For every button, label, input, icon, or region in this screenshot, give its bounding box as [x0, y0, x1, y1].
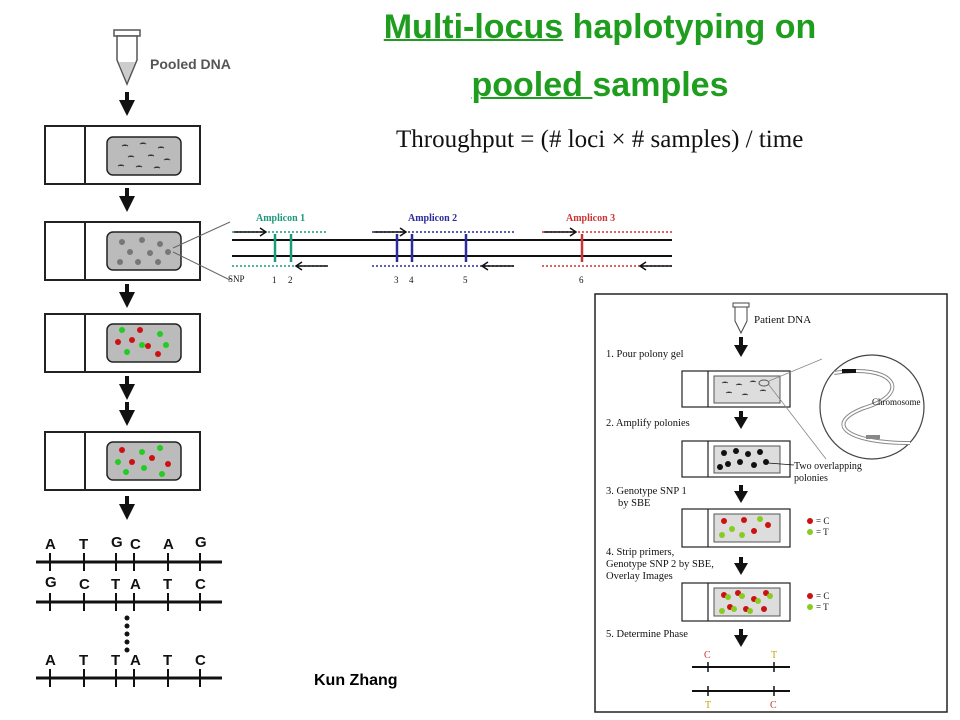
slide-4: [44, 431, 201, 491]
hap2-letter-1: G: [45, 574, 57, 591]
hap1-letter-1: A: [45, 536, 56, 553]
step-4-label-line3: Overlay Images: [606, 571, 673, 582]
snp-number-5: 5: [463, 275, 468, 285]
title-line1-rest: haplotyping on: [563, 8, 817, 46]
snp-number-4: 4: [409, 275, 414, 285]
hap3-letter-6: C: [195, 652, 206, 669]
phase-top-1: C: [704, 650, 711, 661]
legend-2-c: = C: [816, 591, 829, 601]
phase-bottom-1: T: [705, 700, 711, 711]
overlap-label-line1: Two overlapping: [794, 461, 862, 472]
legend-1-t: = T: [816, 527, 829, 537]
patient-tube-icon: [732, 302, 750, 335]
title-line2-rest: samples: [592, 66, 729, 104]
left-flow-diagram: A T G C A G G C T A T C A T T A T C: [36, 29, 231, 687]
hap2-letter-2: C: [79, 576, 90, 593]
haplotype-lines: [36, 560, 222, 680]
amplicon-2-label: Amplicon 2: [408, 213, 457, 224]
title-underlined-pooled: pooled: [471, 66, 593, 104]
protocol-panel: Patient DNA 1. Pour polony gel 2. Amplif…: [594, 293, 948, 713]
snp-number-1: 1: [272, 275, 277, 285]
protocol-slide-3: [681, 508, 791, 548]
hap2-letter-3: T: [111, 576, 120, 593]
title-line1: Multi-locus haplotyping on: [300, 8, 900, 47]
hap1-letter-3: G: [111, 534, 123, 551]
hap1-letter-6: G: [195, 534, 207, 551]
tube-icon: [113, 29, 141, 86]
protocol-slide-2: [681, 440, 791, 478]
ellipsis-dots: [124, 615, 130, 653]
snp-number-2: 2: [288, 275, 293, 285]
hap1-letter-2: T: [79, 536, 88, 553]
amplicon-3-label: Amplicon 3: [566, 213, 615, 224]
step-5-label: 5. Determine Phase: [606, 629, 688, 640]
hap2-letter-6: C: [195, 576, 206, 593]
slide-1: [44, 125, 201, 185]
snp-label: SNP: [228, 274, 245, 284]
overlap-label-line2: polonies: [794, 473, 828, 484]
hap1-letter-5: A: [163, 536, 174, 553]
step-3-label-line2: by SBE: [618, 498, 650, 509]
slide-2: [44, 221, 231, 281]
snp-number-6: 6: [579, 275, 584, 285]
protocol-slide-1: [681, 370, 791, 408]
hap3-letter-1: A: [45, 652, 56, 669]
phase-top-2: T: [771, 650, 777, 661]
hap3-letter-2: T: [79, 652, 88, 669]
step-4-label: 4. Strip primers,: [606, 547, 674, 558]
chromosome-label: Chromosome: [872, 397, 921, 407]
phase-bottom-2: C: [770, 700, 777, 711]
hap2-letter-4: A: [130, 576, 141, 593]
haplotype-ticks: [49, 553, 201, 687]
amplicon-1-label: Amplicon 1: [256, 213, 305, 224]
step-4-label-line2: Genotype SNP 2 by SBE,: [606, 559, 714, 570]
legend-2: = C = T: [807, 591, 829, 612]
amplicon-diagram: Amplicon 1 Amplicon 2 Amplicon 3 SNP 1 2…: [228, 213, 672, 285]
credit-label: Kun Zhang: [314, 672, 398, 689]
flow-arrows: [119, 92, 135, 520]
protocol-slide-4: [681, 582, 791, 622]
hap3-letter-4: A: [130, 652, 141, 669]
pooled-dna-label: Pooled DNA: [150, 56, 231, 72]
step-1-label: 1. Pour polony gel: [606, 349, 684, 360]
phase-result: C T T C: [692, 650, 790, 711]
legend-1: = C = T: [807, 516, 829, 537]
legend-1-c: = C: [816, 516, 829, 526]
hap3-letter-5: T: [163, 652, 172, 669]
patient-dna-label: Patient DNA: [754, 314, 811, 326]
chromosome-zoom: Chromosome: [819, 354, 925, 460]
throughput-formula: Throughput = (# loci × # samples) / time: [396, 126, 804, 153]
hap2-letter-5: T: [163, 576, 172, 593]
step-3-label: 3. Genotype SNP 1: [606, 486, 687, 497]
step-2-label: 2. Amplify polonies: [606, 418, 690, 429]
title-line2: pooled samples: [300, 66, 900, 105]
legend-2-t: = T: [816, 602, 829, 612]
hap1-letter-4: C: [130, 536, 141, 553]
title-underlined-multilocus: Multi-locus: [383, 8, 564, 46]
snp-number-3: 3: [394, 275, 399, 285]
slide-3: [44, 313, 201, 373]
hap3-letter-3: T: [111, 652, 120, 669]
